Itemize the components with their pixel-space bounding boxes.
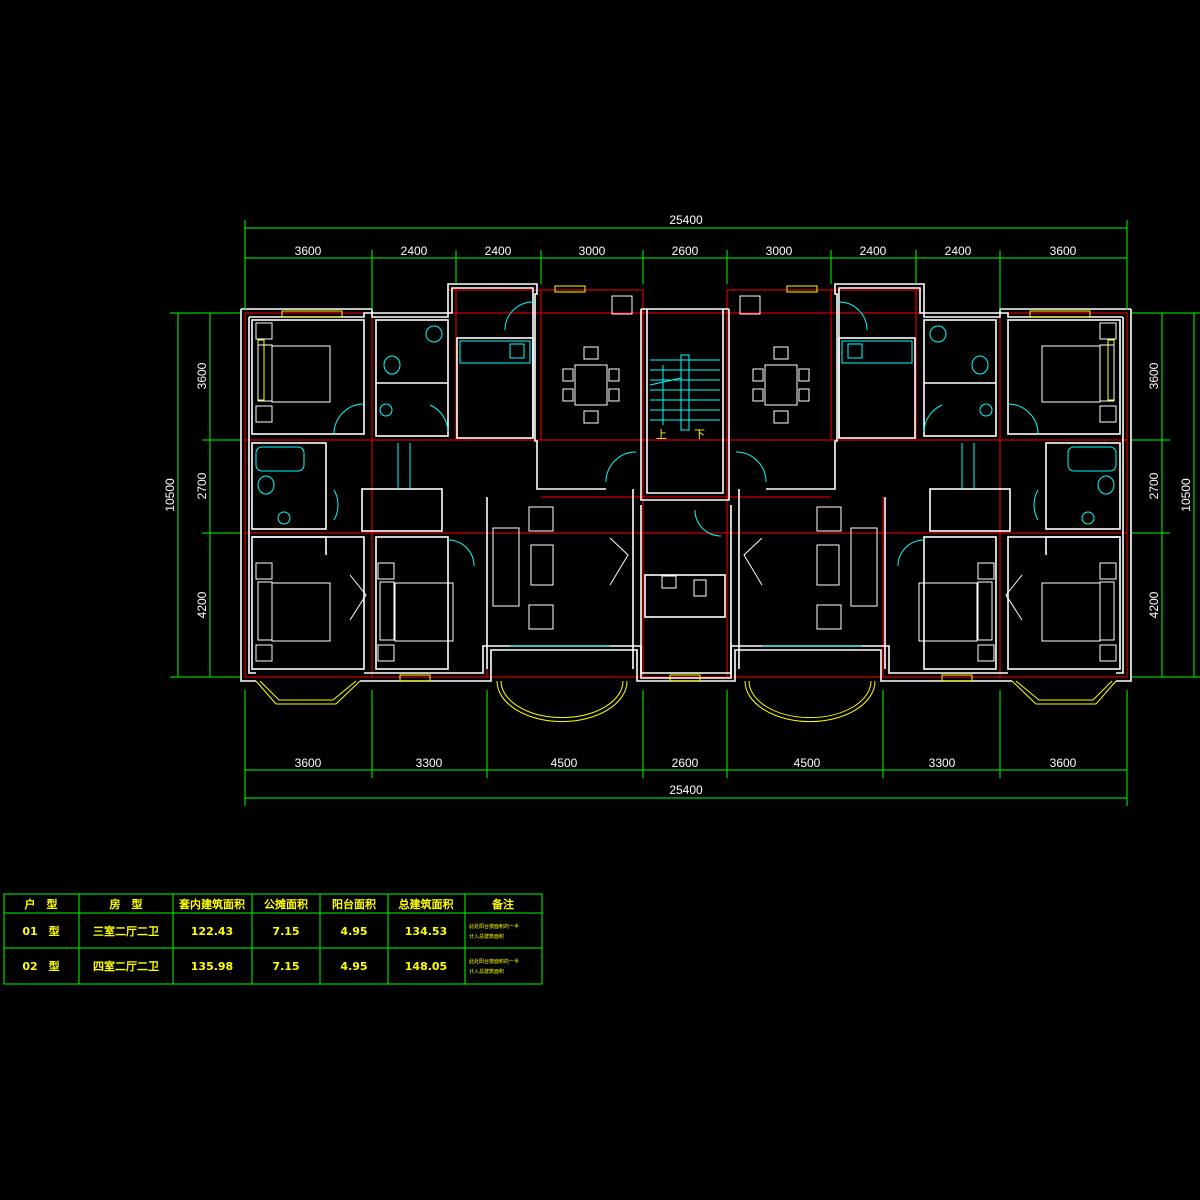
table-row-2-layout: 四室二厅二卫: [93, 959, 159, 973]
dim-bottom-total: 25400: [669, 783, 703, 797]
dim-bottom-6: 3300: [929, 756, 956, 770]
dim-right-total: 10500: [1179, 478, 1193, 512]
dim-bottom-3: 4500: [551, 756, 578, 770]
dim-bottom-7: 3600: [1050, 756, 1077, 770]
dim-left-2: 2700: [195, 472, 209, 499]
fixtures: [255, 301, 1117, 647]
table-row-2-note-line1: 此处阳台按面积的一半: [469, 958, 519, 965]
windows: [255, 285, 1117, 723]
table-row-2-note-line2: 计入总建筑面积: [469, 968, 504, 975]
axis-grid: [244, 289, 1128, 678]
dim-left-total: 10500: [163, 478, 177, 512]
table-row-2-interior: 135.98: [191, 960, 233, 973]
table-row-1-interior: 122.43: [191, 925, 233, 938]
walls: [240, 283, 1132, 682]
table-header-shared: 公摊面积: [264, 897, 308, 911]
table-row-2-shared: 7.15: [272, 960, 299, 973]
dim-right-3: 4200: [1147, 591, 1161, 618]
stair-down-label: 下: [694, 428, 705, 441]
dim-top-9: 3600: [1050, 244, 1077, 258]
table-row-1-note-line2: 计入总建筑面积: [469, 933, 504, 940]
dim-top-8: 2400: [945, 244, 972, 258]
table-header-unit: 户 型: [25, 897, 58, 911]
dim-top-2: 2400: [401, 244, 428, 258]
furniture: [255, 295, 1117, 662]
table-header-total: 总建筑面积: [399, 897, 454, 911]
dim-bottom-4: 2600: [672, 756, 699, 770]
dim-top-7: 2400: [860, 244, 887, 258]
table-header-balcony: 阳台面积: [332, 897, 376, 911]
table-row-1-note-line1: 此处阳台按面积的一半: [469, 923, 519, 930]
area-table-grid: [3, 893, 543, 985]
table-row-1-balcony: 4.95: [340, 925, 367, 938]
table-row-2-unit: 02 型: [22, 959, 59, 973]
dim-top-1: 3600: [295, 244, 322, 258]
dim-bottom-2: 3300: [416, 756, 443, 770]
dim-top-6: 3000: [766, 244, 793, 258]
table-row-1-shared: 7.15: [272, 925, 299, 938]
table-header-interior: 套内建筑面积: [179, 897, 245, 911]
dim-bottom-5: 4500: [794, 756, 821, 770]
table-header-layout: 房 型: [110, 897, 143, 911]
table-row-2-total: 148.05: [405, 960, 447, 973]
table-row-1-unit: 01 型: [22, 924, 59, 938]
area-table: 户 型 房 型 套内建筑面积 公摊面积 阳台面积 总建筑面积 备注 01 型 三…: [22, 897, 519, 975]
dim-right-1: 3600: [1147, 362, 1161, 389]
dim-left-1: 3600: [195, 362, 209, 389]
table-header-note: 备注: [491, 897, 514, 911]
dimension-lines: [170, 220, 1200, 806]
dim-top-4: 3000: [579, 244, 606, 258]
table-row-2-balcony: 4.95: [340, 960, 367, 973]
table-row-1-total: 134.53: [405, 925, 447, 938]
dim-top-total: 25400: [669, 213, 703, 227]
stair-up-label: 上: [656, 428, 667, 441]
dim-top-3: 2400: [485, 244, 512, 258]
dim-right-2: 2700: [1147, 472, 1161, 499]
table-row-1-layout: 三室二厅二卫: [93, 924, 159, 938]
dim-top-5: 2600: [672, 244, 699, 258]
dim-left-3: 4200: [195, 591, 209, 618]
dim-bottom-1: 3600: [295, 756, 322, 770]
